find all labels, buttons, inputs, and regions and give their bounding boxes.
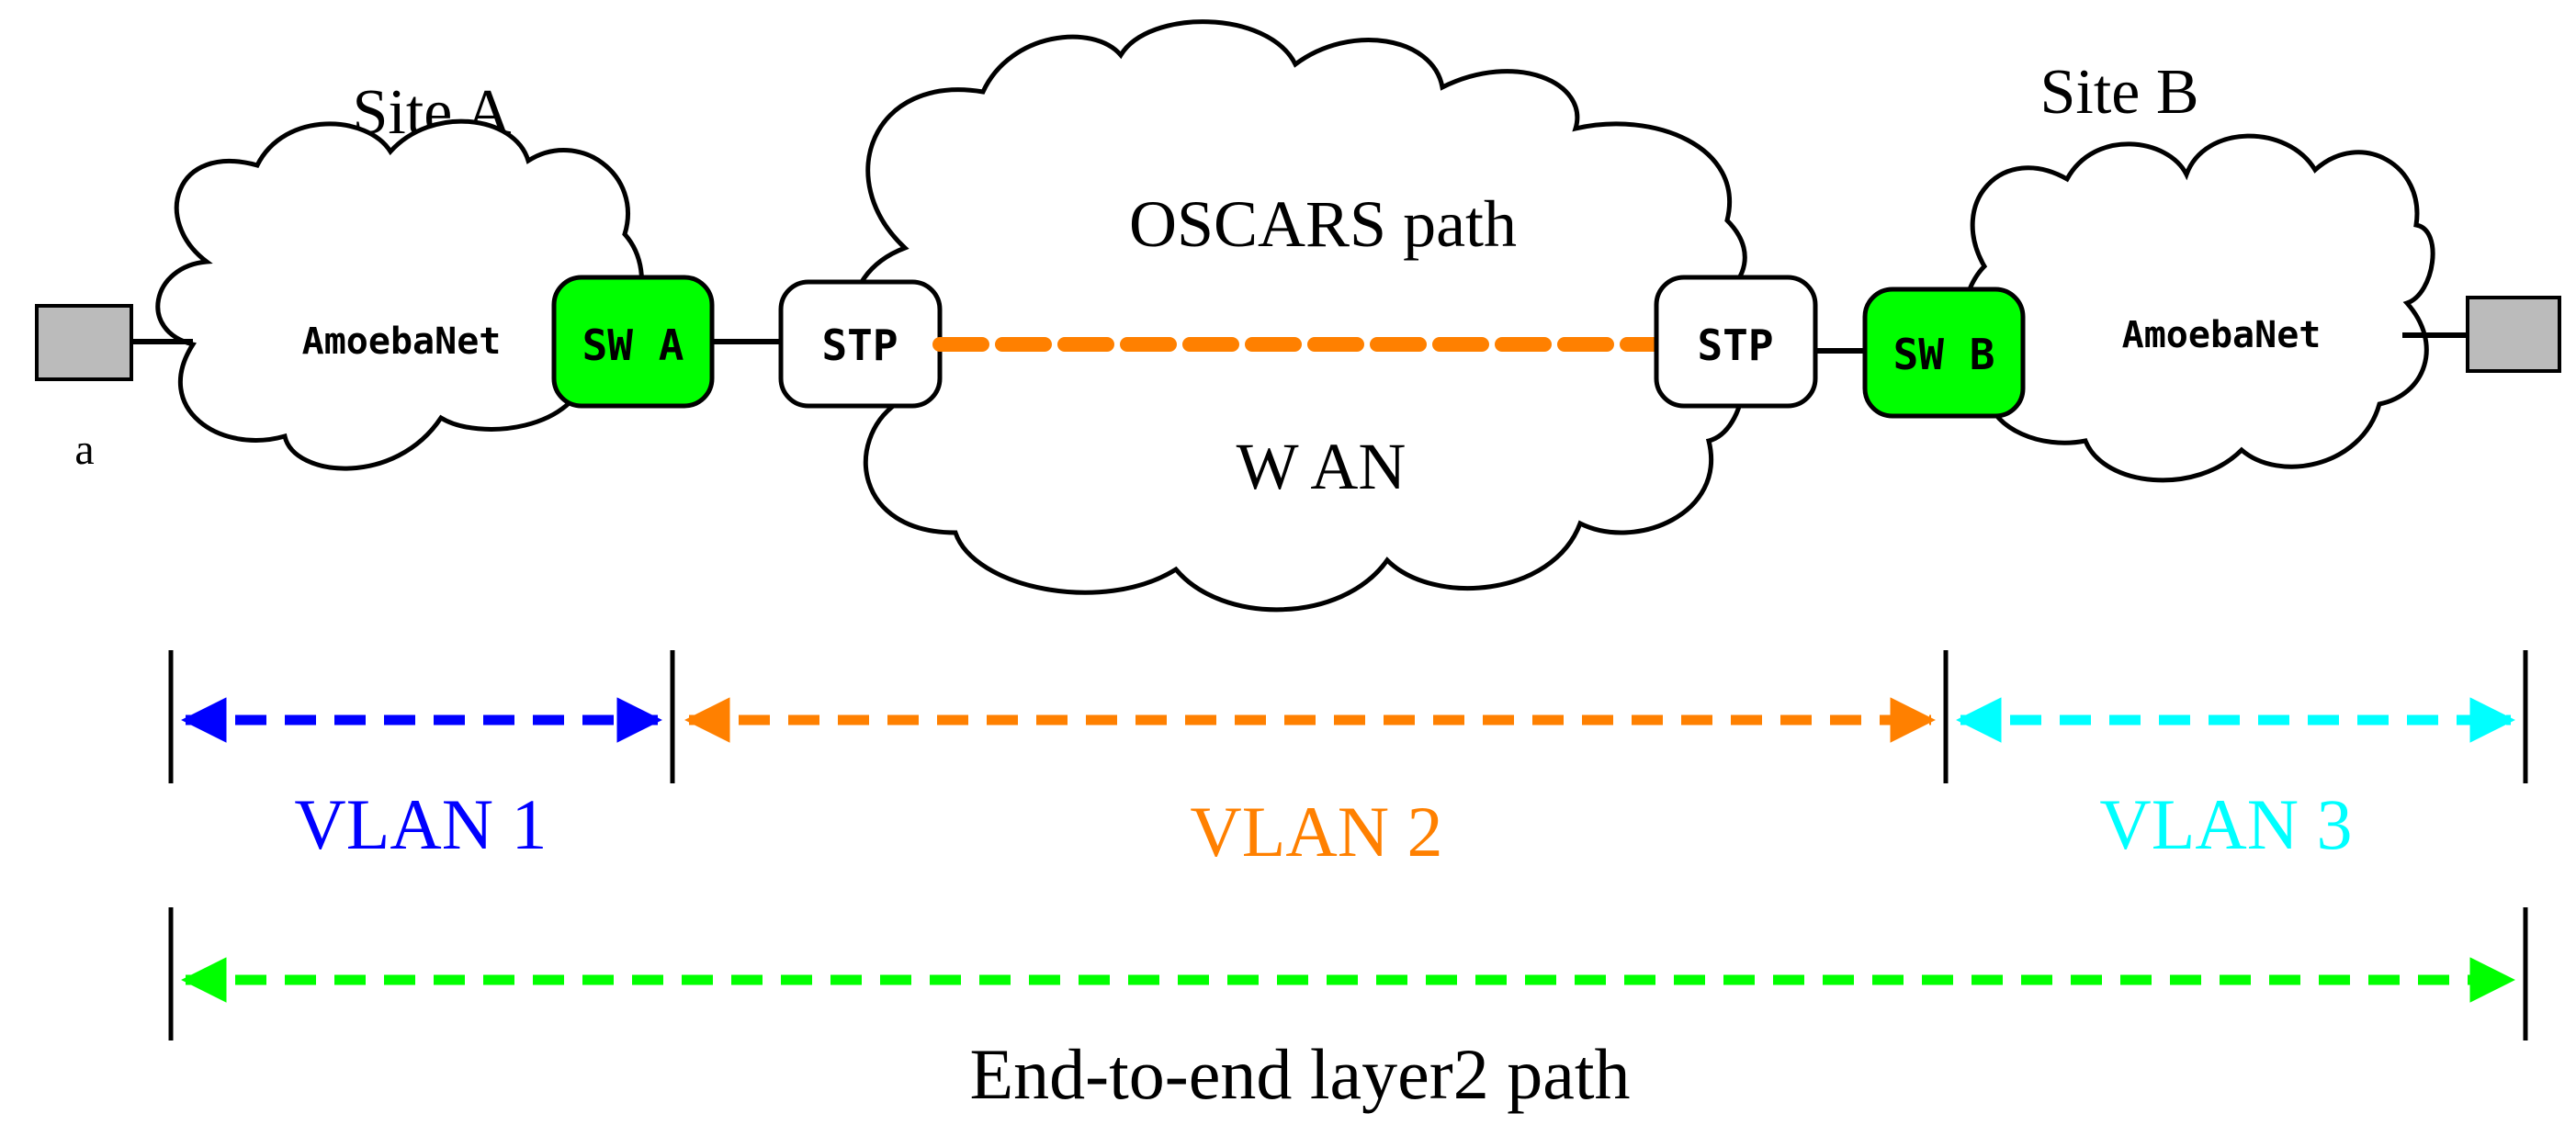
switch-b-label: SW B <box>1893 330 1995 379</box>
host-b-node <box>2466 296 2561 373</box>
wan-path-title: OSCARS path <box>1129 187 1517 261</box>
switch-b <box>1862 287 2026 419</box>
site-b-cloud <box>1958 133 2435 483</box>
site-b-title: Site B <box>2039 57 2198 128</box>
stp-right-label: STP <box>1697 321 1773 370</box>
host-a-label: a <box>74 425 94 474</box>
site-b-network-label: AmoebaNet <box>2122 314 2322 356</box>
stp-right <box>1654 275 1818 409</box>
site-a-cloud <box>155 118 645 471</box>
end-to-end-label: End-to-end layer2 path <box>969 1034 1630 1114</box>
wan-cloud <box>848 19 1747 613</box>
host-a-node <box>35 304 133 381</box>
vlan-3-label: VLAN 3 <box>2099 784 2352 864</box>
switch-a-label: SW A <box>582 321 684 370</box>
wan-subtitle: W AN <box>1237 430 1407 503</box>
vlan-1-label: VLAN 1 <box>294 784 547 864</box>
site-a-network-label: AmoebaNet <box>302 321 502 363</box>
stp-left-label: STP <box>821 321 898 370</box>
vlan-2-label: VLAN 2 <box>1190 792 1442 872</box>
